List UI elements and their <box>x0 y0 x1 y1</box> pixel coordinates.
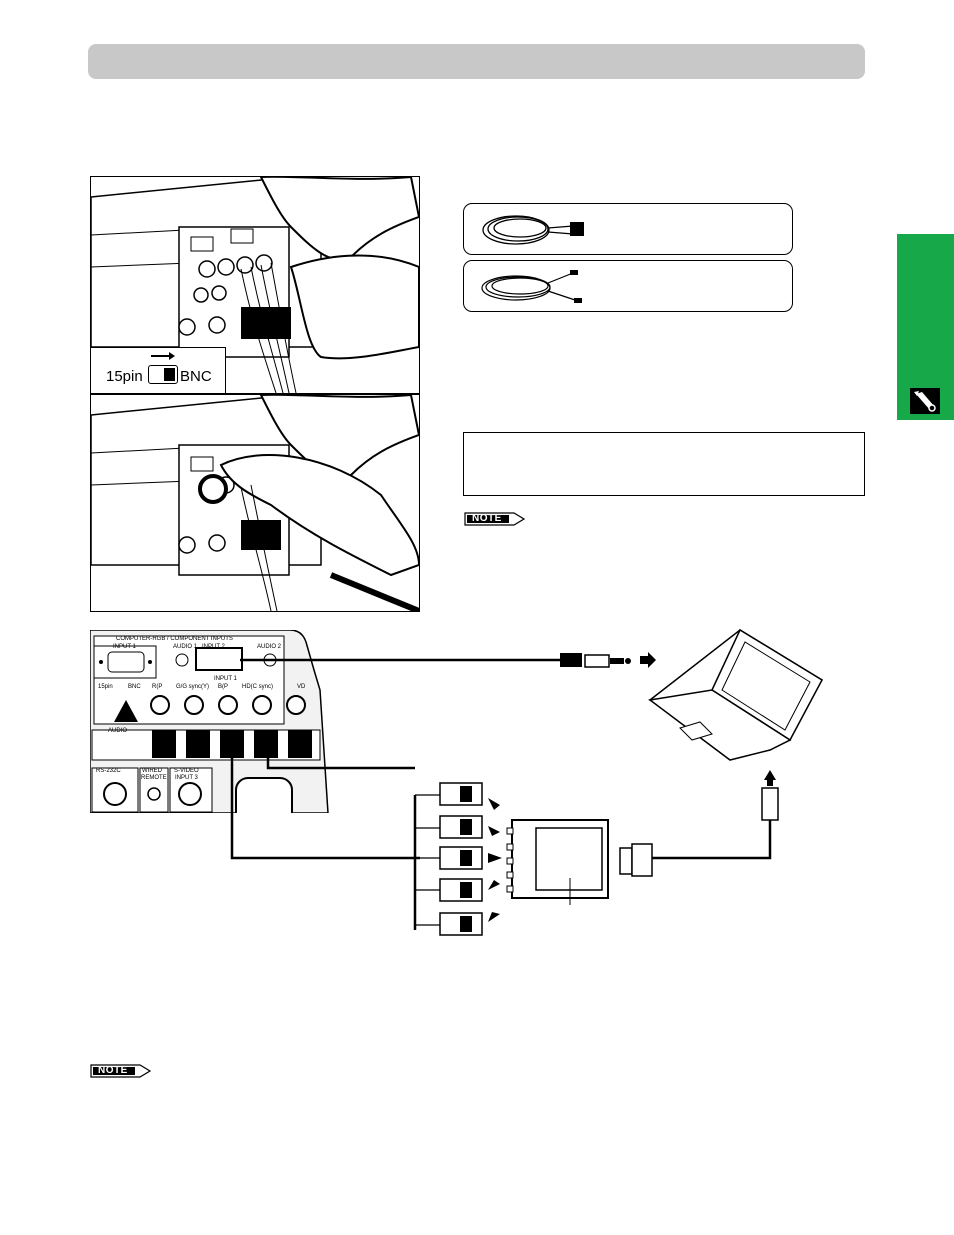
note-tag-2: NOTE <box>90 1064 152 1083</box>
note-tag-2-label: NOTE <box>98 1065 128 1076</box>
note-tag-1: NOTE <box>464 512 526 531</box>
switch-15pin-label: 15pin <box>106 368 143 385</box>
panel-input2-label: INPUT 2 <box>202 644 225 650</box>
section-header-bar <box>88 44 865 79</box>
panel-title-label: COMPUTER-RGB / COMPONENT INPUTS <box>116 636 233 642</box>
selector-switch <box>148 365 178 384</box>
note-tag-1-label: NOTE <box>472 513 502 524</box>
switch-inset: 15pin BNC <box>90 347 226 394</box>
panel-switch-bnc-label: BNC <box>128 684 141 690</box>
panel-ch2-label: G/G sync(Y) <box>176 684 210 690</box>
panel-out-label: OUT <box>298 734 311 740</box>
audio-cable-icon <box>481 270 582 303</box>
rgb-cable-icon <box>482 215 584 245</box>
switch-arrow-icon <box>151 355 171 357</box>
audio-cable-item <box>463 260 793 312</box>
panel-ch4-label: HD(C sync) <box>242 684 273 690</box>
panel-input1-label: INPUT 1 <box>113 644 136 650</box>
panel-ch3-label: B(P <box>218 684 229 690</box>
panel-remote-label: REMOTE <box>141 775 167 781</box>
connection-plug-icon <box>910 388 940 414</box>
info-box <box>463 432 865 496</box>
panel-input1b-label: INPUT 1 <box>214 676 237 682</box>
cable-connection-diagram <box>230 628 824 936</box>
connection-illustration-top <box>90 176 420 394</box>
panel-wired-label: WIRED <box>142 768 162 774</box>
connection-illustration-bottom <box>90 394 420 612</box>
panel-input3-label: INPUT 3 <box>175 775 198 781</box>
panel-rs232c-label: RS-232C <box>96 768 121 774</box>
panel-audio1-label: AUDIO 1 <box>173 644 198 650</box>
rgb-cable-item <box>463 203 793 255</box>
panel-svideo-label: S-VIDEO <box>174 768 199 774</box>
panel-audio-out-label: AUDIO <box>108 728 128 734</box>
panel-ch5-label: VD <box>297 684 306 690</box>
switch-bnc-label: BNC <box>180 368 212 385</box>
panel-audio2-label: AUDIO 2 <box>257 644 282 650</box>
panel-switch-label: 15pin <box>98 684 113 690</box>
panel-ch1-label: R(P <box>152 684 163 690</box>
